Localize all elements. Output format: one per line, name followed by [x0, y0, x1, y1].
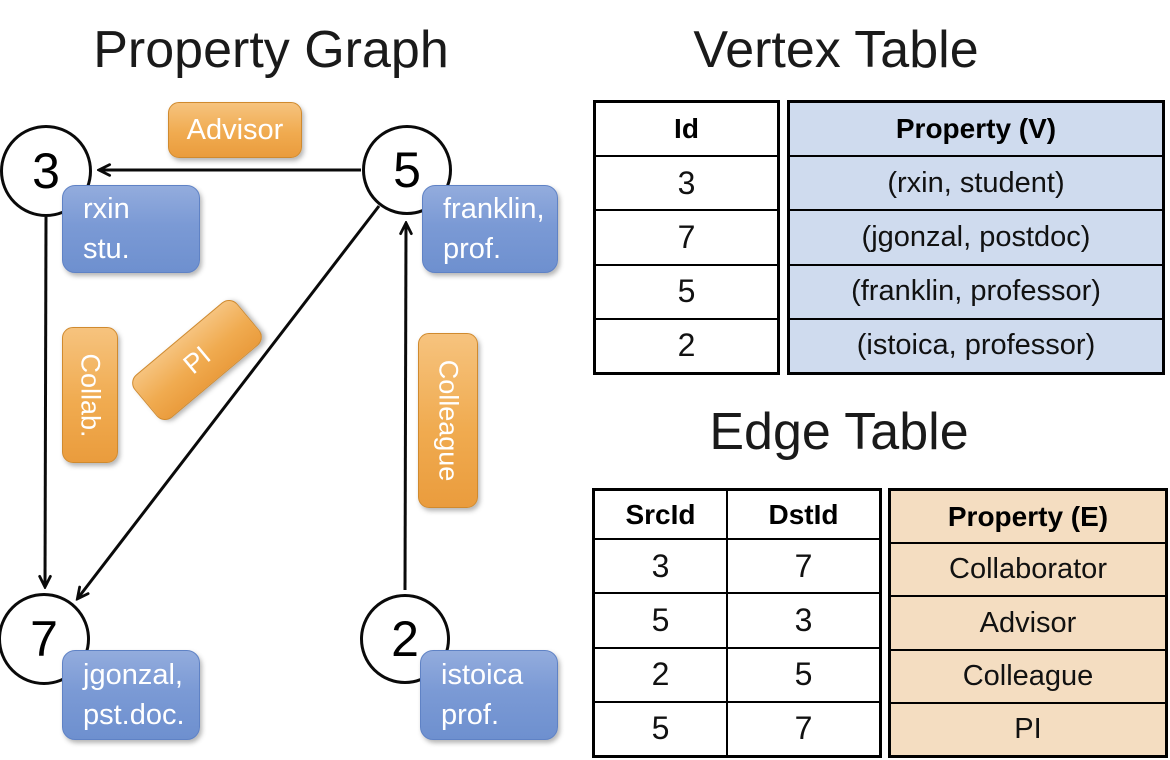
node-3-property-box: rxin stu.: [62, 185, 200, 273]
node-2: 2: [360, 594, 450, 684]
vertex-table-property-column: Property (V) (rxin, student) (jgonzal, p…: [787, 100, 1165, 375]
vertex-property-cell: (istoica, professor): [790, 317, 1162, 372]
vertex-property-cell: (rxin, student): [790, 155, 1162, 209]
edge-label-colleague: Colleague: [418, 333, 478, 508]
vertex-table-title: Vertex Table: [693, 21, 979, 79]
edge-dst-cell: 7: [726, 538, 879, 593]
edge-property-cell: Advisor: [891, 595, 1165, 648]
edge-property-cell: Colleague: [891, 648, 1165, 702]
property-graph-title: Property Graph: [93, 21, 449, 79]
edge-src-cell: 5: [595, 700, 726, 755]
edge-src-cell: 5: [595, 592, 726, 646]
vertex-table-id-column: Id 3 7 5 2: [593, 100, 780, 375]
vertex-table: Id 3 7 5 2 Property (V) (rxin, student) …: [593, 100, 1165, 375]
edge-dst-cell: 3: [726, 592, 879, 647]
edge-property-cell: Collaborator: [891, 542, 1165, 595]
edge-pi-5-to-7: [78, 205, 381, 598]
vertex-id-cell: 5: [596, 263, 777, 318]
edge-dstid-header: DstId: [726, 491, 879, 539]
edge-src-cell: 3: [595, 538, 726, 592]
edge-table-title: Edge Table: [709, 403, 969, 461]
advisor-label-text: Advisor: [186, 113, 284, 146]
vertex-id-cell: 3: [596, 155, 777, 209]
edge-srcid-header: SrcId: [625, 498, 696, 530]
edge-table-property-column: Property (E) Collaborator Advisor Collea…: [888, 488, 1168, 758]
edge-table-id-columns: SrcId DstId 3 7 5 3 2 5 5 7: [592, 488, 882, 758]
edge-src-cell: 2: [595, 646, 726, 701]
edge-label-advisor: Advisor: [168, 102, 302, 158]
edge-property-header: Property (E): [947, 500, 1109, 532]
node-2-id: 2: [391, 611, 419, 667]
edge-dst-cell: 7: [726, 700, 879, 755]
vertex-id-cell: 2: [596, 317, 777, 372]
vertex-id-header: Id: [674, 113, 699, 145]
node-7-property-box: jgonzal, pst.doc.: [62, 650, 200, 740]
edge-dst-cell: 5: [726, 646, 879, 701]
vertex-property-cell: (jgonzal, postdoc): [790, 209, 1162, 263]
node-3-id: 3: [32, 143, 60, 199]
edge-collab-3-to-7: [45, 216, 46, 586]
edge-label-collab: Collab.: [62, 327, 118, 463]
node-2-property-box: istoica prof.: [420, 650, 558, 740]
edge-colleague-2-to-5: [405, 224, 406, 591]
node-5-property-box: franklin, prof.: [422, 185, 558, 273]
node-7-id: 7: [30, 611, 58, 667]
colleague-label-text: Colleague: [433, 359, 464, 482]
node-5: 5: [362, 125, 452, 215]
edge-table: SrcId DstId 3 7 5 3 2 5 5 7 Property (E)…: [592, 488, 1168, 758]
vertex-id-cell: 7: [596, 209, 777, 263]
vertex-property-cell: (franklin, professor): [790, 263, 1162, 318]
pi-label-text: PI: [177, 339, 217, 380]
edge-property-cell: PI: [891, 701, 1165, 755]
node-5-id: 5: [393, 142, 421, 198]
vertex-property-header: Property (V): [895, 113, 1057, 145]
collab-label-text: Collab.: [75, 352, 106, 438]
graph-edges-layer: [0, 0, 585, 760]
